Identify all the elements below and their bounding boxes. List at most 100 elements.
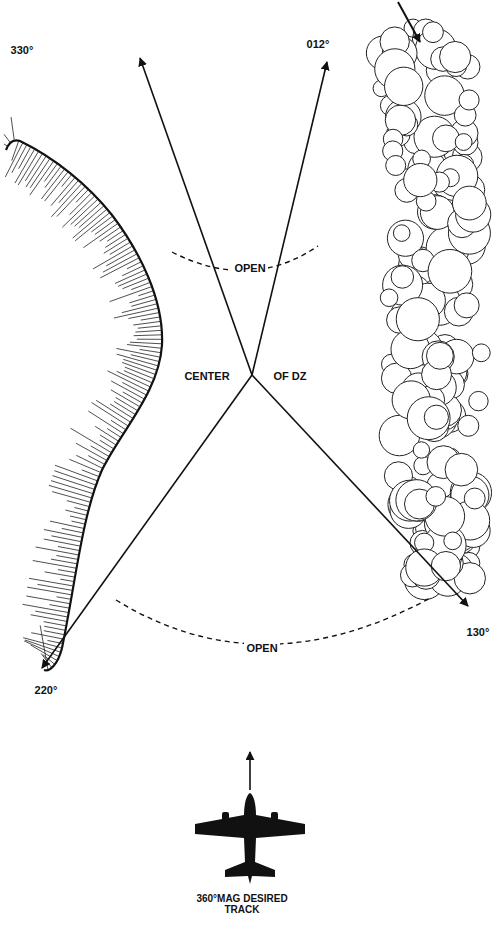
cloud-billow <box>423 22 444 43</box>
ridge-hatch <box>11 117 14 141</box>
ridge-hatch <box>103 254 137 272</box>
ridge-hatch <box>45 172 69 201</box>
ridge-hatch <box>111 420 126 430</box>
ridge-hatch <box>133 321 161 325</box>
ridge-hatch <box>4 144 8 146</box>
track-label: 360°MAG DESIRED TRACK <box>193 893 292 916</box>
ridge-hatch <box>44 163 57 181</box>
ridge-hatch <box>31 633 64 639</box>
ridge-hatch <box>122 278 148 289</box>
open-arcs <box>116 246 432 644</box>
ridge-hatch <box>60 579 74 581</box>
ridge-hatch <box>58 570 76 573</box>
center-label: CENTER <box>182 370 231 383</box>
ridge-hatch <box>74 507 88 511</box>
ridge-hatch <box>122 304 157 313</box>
ridge-hatch <box>76 455 102 468</box>
cloud-billow <box>445 453 478 486</box>
ridge-hatch <box>117 371 151 387</box>
cloud-billow <box>393 225 410 242</box>
ridge-hatch <box>44 539 81 546</box>
cloud-billow <box>386 155 406 175</box>
cloud-billow <box>433 125 460 152</box>
aircraft-symbol <box>195 752 305 884</box>
ridge-hatch <box>135 330 161 332</box>
ridge-hatch <box>23 604 69 612</box>
cloud-billow <box>407 397 450 440</box>
center-label: OF DZ <box>272 370 309 383</box>
ridge-hatch <box>62 528 83 532</box>
ridge-hatch <box>138 326 162 328</box>
ridge-hatch <box>33 561 77 569</box>
ridge-hatch <box>70 193 92 215</box>
ridge-hatch <box>4 134 10 143</box>
ridge-hatch <box>92 402 129 426</box>
ridge-hatch <box>70 516 86 520</box>
ridge-hatch <box>52 492 90 503</box>
ridge-hatch <box>107 429 121 438</box>
ridge-hatch <box>137 339 162 340</box>
ridge-hatch <box>41 169 64 199</box>
ridge-hatch <box>30 158 50 188</box>
ridge-hatch <box>51 536 81 542</box>
ridge-hatch <box>40 625 48 670</box>
ridge-hatch <box>127 345 162 349</box>
ridge-hatch <box>111 381 144 399</box>
ridge-hatch <box>110 242 131 254</box>
ridge-hatch <box>12 144 27 172</box>
ridge-hatch <box>69 459 100 472</box>
cloud-billow <box>426 342 453 369</box>
ridge-hatch <box>91 446 110 457</box>
bearing-label: 012° <box>305 38 332 51</box>
ridge-hatch <box>79 206 104 228</box>
ridge-hatch <box>27 587 72 595</box>
ridge-hatch <box>31 615 67 622</box>
ridge-hatch <box>100 440 114 449</box>
ridge-hatch <box>130 295 155 303</box>
ridge-hatch <box>141 317 160 320</box>
ridge-hatch <box>88 456 105 465</box>
ridge-hatch <box>110 287 152 302</box>
cloud-billow <box>458 415 479 436</box>
cloud-billow <box>385 67 423 105</box>
ridge-hatch <box>134 334 162 336</box>
cloud-billow <box>452 186 486 220</box>
ridge-hatch <box>51 481 93 494</box>
cloud-billow <box>426 487 446 507</box>
cloud-billow <box>440 41 471 72</box>
cloud-billow <box>431 551 460 580</box>
cloud-billow <box>459 90 479 110</box>
ridge-hatch <box>30 161 54 195</box>
open-label: OPEN <box>232 262 267 275</box>
ridge-hatch <box>75 212 110 240</box>
ridge-hatch <box>57 186 85 216</box>
cloud-billow <box>455 134 472 151</box>
ridge-hatch <box>106 250 135 266</box>
cloud-billow <box>428 249 472 293</box>
cloud-billow <box>413 442 429 458</box>
ridge-hatch <box>100 435 116 445</box>
cloud-billow <box>472 344 490 362</box>
ridge-hatch <box>26 156 46 187</box>
ridge-hatch <box>5 142 23 177</box>
bearing-label: 330° <box>9 44 36 57</box>
ridge-hatch <box>88 411 123 434</box>
ridge-hatch <box>58 546 80 550</box>
ridge-hatch <box>56 555 78 559</box>
cloud-billow <box>380 289 398 307</box>
bearing-label: 220° <box>33 684 60 697</box>
bearing-lines <box>42 58 468 668</box>
ridge-terrain <box>4 117 162 670</box>
cloud-billow <box>391 266 413 288</box>
cloud-billow <box>404 163 437 196</box>
ridge-hatch <box>49 605 69 609</box>
ridge-hatch <box>36 547 79 555</box>
ridge-hatch <box>29 578 73 586</box>
ridge-hatch <box>25 153 42 180</box>
ridge-hatch <box>76 189 89 202</box>
cloud-billow <box>444 532 462 550</box>
cloud-billow <box>424 405 448 429</box>
ridge-hatch <box>140 349 162 352</box>
ridge-hatch <box>59 180 79 202</box>
ridge-hatch <box>107 231 123 242</box>
